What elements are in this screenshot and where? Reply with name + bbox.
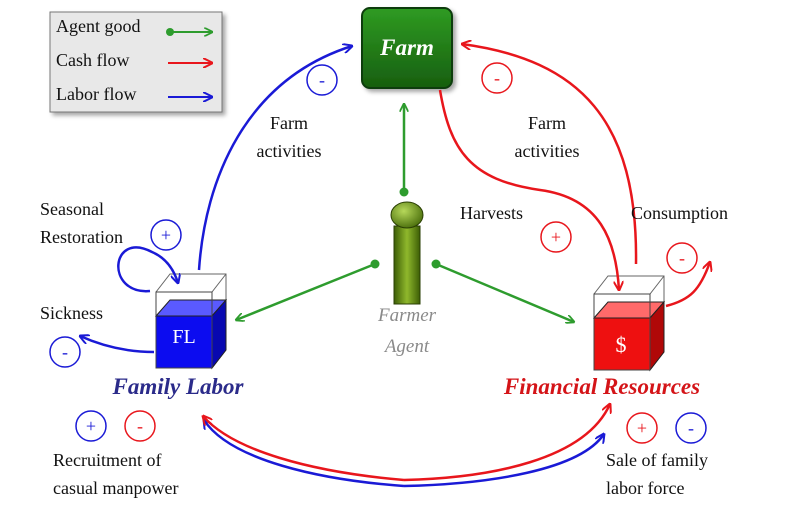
flow-labels: Farm activities Farm activities Harvests… (40, 113, 728, 498)
recruitment-plus-badge: + (75, 410, 107, 442)
financial-resources-cube: $ (592, 275, 666, 372)
svg-text:-: - (319, 70, 325, 90)
farm-box (361, 7, 453, 89)
farm-node: Farm (361, 7, 453, 89)
farm-labor-minus-badge: - (306, 64, 338, 96)
sickness-arrow (80, 336, 155, 354)
consumption-arrow (665, 262, 710, 308)
svg-text:+: + (86, 416, 96, 436)
farmer-label-line1: Farmer (377, 305, 437, 326)
labor-flows (80, 46, 604, 488)
svg-text:+: + (637, 418, 647, 438)
farm-label: Farm (379, 35, 434, 60)
seasonal-restoration-loop (117, 246, 178, 293)
svg-text:+: + (551, 227, 561, 247)
sale-label-line1: Sale of family (606, 450, 708, 470)
agent-to-financial-arrow (435, 262, 574, 322)
financial-resources-caption: Financial Resources (503, 374, 700, 399)
harvests-arrow (438, 89, 619, 290)
family-labor-caption: Family Labor (112, 374, 245, 399)
sign-badges: - - + + - - + - (49, 62, 707, 444)
sale-cash-arrow (403, 404, 610, 482)
harvests-label: Harvests (460, 203, 523, 223)
farm-activities-right-line2: activities (515, 141, 580, 161)
financial-to-farm-arrow (462, 44, 638, 265)
consumption-label: Consumption (631, 203, 728, 223)
labor-to-farm-arrow (197, 46, 352, 271)
seasonal-label-line1: Seasonal (40, 199, 104, 219)
seasonal-label-line2: Restoration (40, 227, 123, 247)
sickness-minus-badge: - (49, 336, 81, 368)
svg-text:-: - (137, 416, 143, 436)
financial-resources-box-label: $ (616, 332, 627, 357)
harvests-plus-badge: + (540, 221, 572, 253)
legend-agent-good-arrow-icon (166, 28, 212, 36)
legend: Agent good Cash flow Labor flow (49, 11, 223, 113)
sale-minus-badge: - (675, 412, 707, 444)
family-labor-cube: FL (154, 273, 228, 370)
agent-good-arrows (236, 104, 574, 322)
svg-text:-: - (679, 248, 685, 268)
legend-labor-flow-label: Labor flow (56, 84, 136, 104)
farmer-label-line2: Agent (383, 336, 430, 357)
farmer-agent-figure: Farmer Agent (377, 201, 437, 357)
farm-activities-left-line2: activities (257, 141, 322, 161)
farm-cash-minus-badge: - (481, 62, 513, 94)
family-labor-box-label: FL (172, 326, 195, 348)
farm-activities-left-line1: Farm (270, 113, 308, 133)
legend-agent-good-label: Agent good (56, 16, 141, 36)
svg-text:-: - (494, 68, 500, 88)
seasonal-plus-badge: + (150, 219, 182, 251)
farmer-head (390, 201, 424, 229)
farmer-body (393, 225, 421, 305)
cash-flows (203, 44, 710, 482)
legend-cash-flow-label: Cash flow (56, 50, 130, 70)
agent-to-family-labor-arrow (236, 262, 376, 320)
recruitment-minus-badge: - (124, 410, 156, 442)
sickness-label: Sickness (40, 303, 103, 323)
sale-label-line2: labor force (606, 478, 684, 498)
consumption-minus-badge: - (666, 242, 698, 274)
svg-text:+: + (161, 225, 171, 245)
recruitment-label-line1: Recruitment of (53, 450, 161, 470)
sale-labor-arrow (403, 434, 604, 488)
svg-text:-: - (688, 418, 694, 438)
svg-text:-: - (62, 342, 68, 362)
sale-plus-badge: + (626, 412, 658, 444)
recruitment-labor-arrow (204, 420, 405, 488)
recruitment-label-line2: casual manpower (53, 478, 178, 498)
recruitment-cash-arrow (203, 416, 405, 482)
farm-activities-right-line1: Farm (528, 113, 566, 133)
